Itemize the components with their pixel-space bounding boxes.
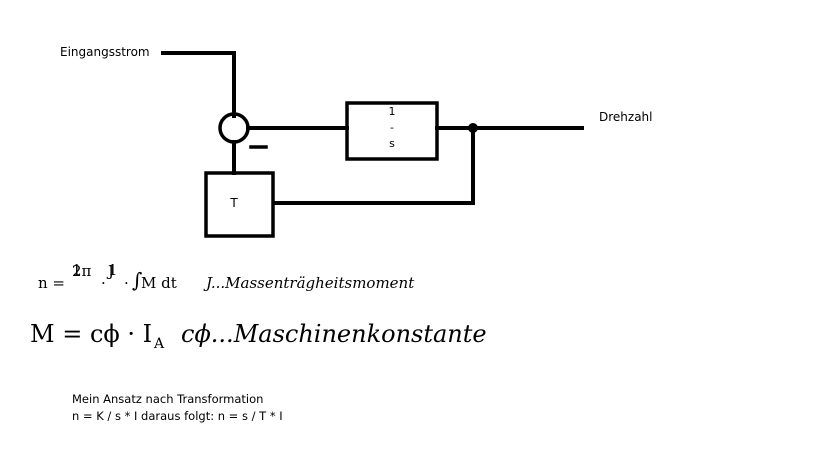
eq1-integral-sign: ∫: [132, 268, 143, 292]
branch-point: [468, 123, 478, 133]
approach-line-1: Mein Ansatz nach Transformation: [72, 392, 264, 406]
integrator-block: 1 - s: [347, 106, 437, 150]
integrator-numerator: 1: [388, 105, 396, 118]
eq1-note: J...Massenträgheitsmoment: [206, 274, 415, 292]
summing-junction: [218, 112, 250, 144]
output-label: Drehzahl: [599, 110, 653, 124]
eq1-frac1-den: 2π: [72, 262, 92, 280]
integrator-block-frame: [345, 101, 439, 161]
input-label: Eingangsstrom: [60, 45, 150, 59]
eq1-dot-1: ·: [101, 274, 106, 292]
eq1-frac2-num: 1: [108, 261, 118, 279]
eq1-integrand: M dt: [141, 274, 177, 292]
eq2-note: cϕ...Maschinenkonstante: [181, 320, 487, 348]
integrator-dash: -: [390, 121, 394, 134]
feedback-block-label: T: [230, 196, 238, 210]
eq2-lhs: M = cϕ · I: [30, 320, 153, 348]
approach-line-2: n = K / s * I daraus folgt: n = s / T * …: [72, 409, 283, 423]
input-signal-line: [161, 51, 236, 118]
feedback-path-line: [272, 126, 475, 205]
eq1-lhs: n =: [38, 274, 65, 292]
eq1-frac1-num: 1: [72, 261, 82, 279]
eq1-dot-2: ·: [124, 274, 129, 292]
integrator-denominator: s: [389, 137, 395, 150]
feedback-block-frame: [204, 171, 275, 238]
eq2-subscript: A: [154, 336, 165, 352]
eq1-frac2-den: J: [108, 262, 115, 280]
